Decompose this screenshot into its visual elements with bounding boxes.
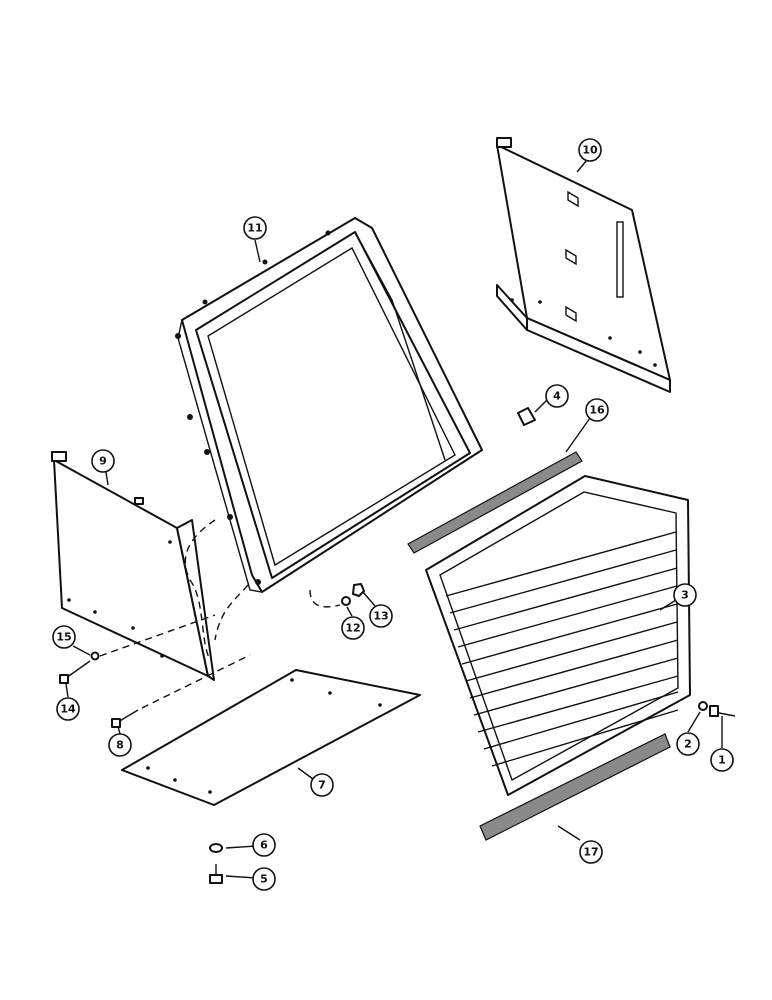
callout-1-label: 1 <box>718 754 726 767</box>
screw-bottom <box>209 864 223 884</box>
bolt-right <box>709 705 736 717</box>
nut <box>352 583 365 597</box>
callout-16: 16 <box>585 398 609 422</box>
callout-16-label: 16 <box>589 404 605 417</box>
callout-6: 6 <box>252 833 276 857</box>
callout-11: 11 <box>243 216 267 240</box>
callout-5: 5 <box>252 867 276 891</box>
lock-washer-left <box>90 651 100 661</box>
callout-10: 10 <box>578 138 602 162</box>
callout-7-label: 7 <box>318 779 326 792</box>
bottom-plate <box>121 669 421 806</box>
callout-13-label: 13 <box>373 610 388 623</box>
clip <box>517 407 536 426</box>
callout-9-label: 9 <box>99 455 107 468</box>
callout-12: 12 <box>341 616 365 640</box>
callout-8: 8 <box>108 733 132 757</box>
callout-8-label: 8 <box>116 739 124 752</box>
grille-slats <box>445 531 679 767</box>
callout-10-label: 10 <box>582 144 598 157</box>
callout-3: 3 <box>673 583 697 607</box>
leader-lines <box>65 159 723 879</box>
assembly-lines <box>99 519 341 709</box>
callout-13: 13 <box>369 604 393 628</box>
callout-17-label: 17 <box>583 846 598 859</box>
side-panel-right <box>496 137 671 393</box>
callout-12-label: 12 <box>345 622 360 635</box>
callout-9: 9 <box>91 449 115 473</box>
callout-2-label: 2 <box>684 738 692 751</box>
callout-3-label: 3 <box>681 589 689 602</box>
seal-strip-upper <box>407 451 583 554</box>
washer <box>341 596 351 606</box>
bolt-left <box>59 660 91 684</box>
lock-washer-bottom <box>209 843 223 853</box>
callout-5-label: 5 <box>260 873 268 886</box>
callout-11-label: 11 <box>247 222 262 235</box>
washer-right <box>698 701 708 711</box>
callout-2: 2 <box>676 732 700 756</box>
callout-4: 4 <box>545 384 569 408</box>
shroud-frame <box>175 217 483 593</box>
callout-14: 14 <box>56 697 80 721</box>
callout-4-label: 4 <box>553 390 561 403</box>
callout-17: 17 <box>579 840 603 864</box>
callout-15: 15 <box>52 625 76 649</box>
bolt-bottom <box>111 709 139 728</box>
callout-7: 7 <box>310 773 334 797</box>
callout-6-label: 6 <box>260 839 268 852</box>
side-panel-left <box>51 451 215 681</box>
callout-1: 1 <box>710 748 734 772</box>
seal-strip-lower <box>479 733 671 841</box>
callout-15-label: 15 <box>56 631 71 644</box>
grille <box>425 475 691 796</box>
callout-14-label: 14 <box>60 703 76 716</box>
